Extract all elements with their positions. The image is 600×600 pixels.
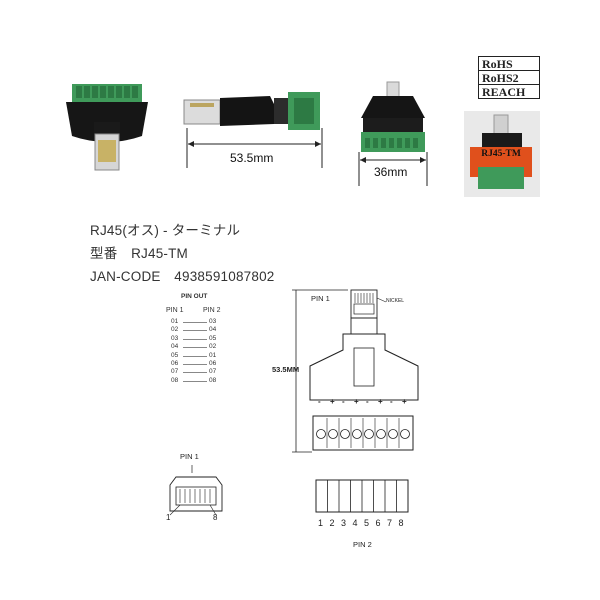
polarity-symbol: + bbox=[378, 397, 383, 406]
pin2-number: 8 bbox=[398, 518, 404, 528]
pin2-number: 3 bbox=[341, 518, 347, 528]
pinout-connector-line bbox=[183, 355, 207, 357]
pin2-number: 2 bbox=[329, 518, 335, 528]
pin2-number: 6 bbox=[375, 518, 381, 528]
plug-pin-8-number: 8 bbox=[213, 513, 218, 522]
pinout-right-value: 01 bbox=[209, 351, 217, 359]
drawing-pin1-label: PIN 1 bbox=[311, 294, 330, 303]
package-photo: RJ45-TM bbox=[464, 111, 540, 197]
product-name: RJ45(オス) - ターミナル bbox=[90, 223, 241, 238]
pinout-right-value: 08 bbox=[209, 376, 217, 384]
package-label: RJ45-TM bbox=[481, 149, 521, 159]
pinout-left-value: 06 bbox=[171, 360, 179, 367]
polarity-symbol: - bbox=[390, 397, 393, 406]
plug-pin1-label: PIN 1 bbox=[180, 452, 199, 461]
plug-front-drawing bbox=[169, 465, 223, 516]
polarity-symbol: - bbox=[366, 397, 369, 406]
model-number: 型番 RJ45-TM bbox=[90, 246, 189, 261]
cert-reach: REACH bbox=[478, 84, 540, 99]
pinout-connector-line bbox=[183, 372, 207, 374]
pinout-title: PIN OUT bbox=[181, 293, 208, 300]
pinout-right-value: 05 bbox=[209, 334, 217, 342]
plug-pin-1-number: 1 bbox=[166, 513, 171, 522]
package-art bbox=[470, 114, 532, 189]
pin2-label: PIN 2 bbox=[353, 540, 372, 549]
pinout-right-value: 06 bbox=[209, 360, 217, 367]
length-dimension-line bbox=[186, 128, 323, 168]
polarity-symbol: + bbox=[330, 397, 335, 406]
jan-code: JAN-CODE 4938591087802 bbox=[90, 269, 275, 284]
cert-rohs2: RoHS2 bbox=[478, 70, 540, 85]
pinout-left-value: 05 bbox=[171, 351, 179, 359]
width-dimension-line bbox=[358, 152, 428, 186]
pin2-number: 4 bbox=[352, 518, 358, 528]
cert-rohs: RoHS bbox=[478, 56, 540, 71]
pinout-left-value: 01 bbox=[171, 318, 179, 325]
pin2-number: 7 bbox=[387, 518, 393, 528]
polarity-symbol: + bbox=[402, 397, 407, 406]
pinout-connector-line bbox=[183, 380, 207, 382]
product-photo-side bbox=[183, 92, 320, 130]
pinout-connector-line bbox=[183, 347, 207, 349]
pinout-left-value: 02 bbox=[171, 326, 179, 334]
width-dimension-label: 36mm bbox=[374, 165, 408, 179]
length-dimension-label: 53.5mm bbox=[230, 151, 274, 165]
polarity-symbol: + bbox=[354, 397, 359, 406]
polarity-symbol: - bbox=[318, 397, 321, 406]
pinout-col2-header: PIN 2 bbox=[203, 307, 221, 314]
pinout-left-value: 07 bbox=[171, 368, 179, 376]
drawing-length-label: 53.5MM bbox=[272, 365, 300, 374]
product-photo-angled bbox=[66, 84, 148, 171]
connector-drawing bbox=[292, 289, 419, 453]
pinout-right-value: 02 bbox=[209, 343, 217, 351]
pinout-right-value: 04 bbox=[209, 326, 217, 334]
pinout-right-value: 03 bbox=[209, 318, 217, 325]
pinout-col1-header: PIN 1 bbox=[166, 307, 184, 314]
pinout-connector-line bbox=[183, 330, 207, 332]
terminal-block-drawing bbox=[315, 479, 409, 513]
product-photo-top bbox=[361, 81, 425, 152]
pinout-connector-line bbox=[183, 364, 207, 365]
pinout-left-value: 08 bbox=[171, 376, 179, 384]
pin2-number: 1 bbox=[318, 518, 324, 528]
pinout-right-value: 07 bbox=[209, 368, 217, 376]
pinout-connector-line bbox=[183, 338, 207, 340]
pinout-left-value: 04 bbox=[171, 343, 179, 351]
pinout-left-value: 03 bbox=[171, 334, 179, 342]
pinout-connector-line bbox=[183, 322, 207, 323]
polarity-symbol: - bbox=[342, 397, 345, 406]
pin2-number: 5 bbox=[364, 518, 370, 528]
nickel-label: NICKEL bbox=[386, 298, 405, 304]
